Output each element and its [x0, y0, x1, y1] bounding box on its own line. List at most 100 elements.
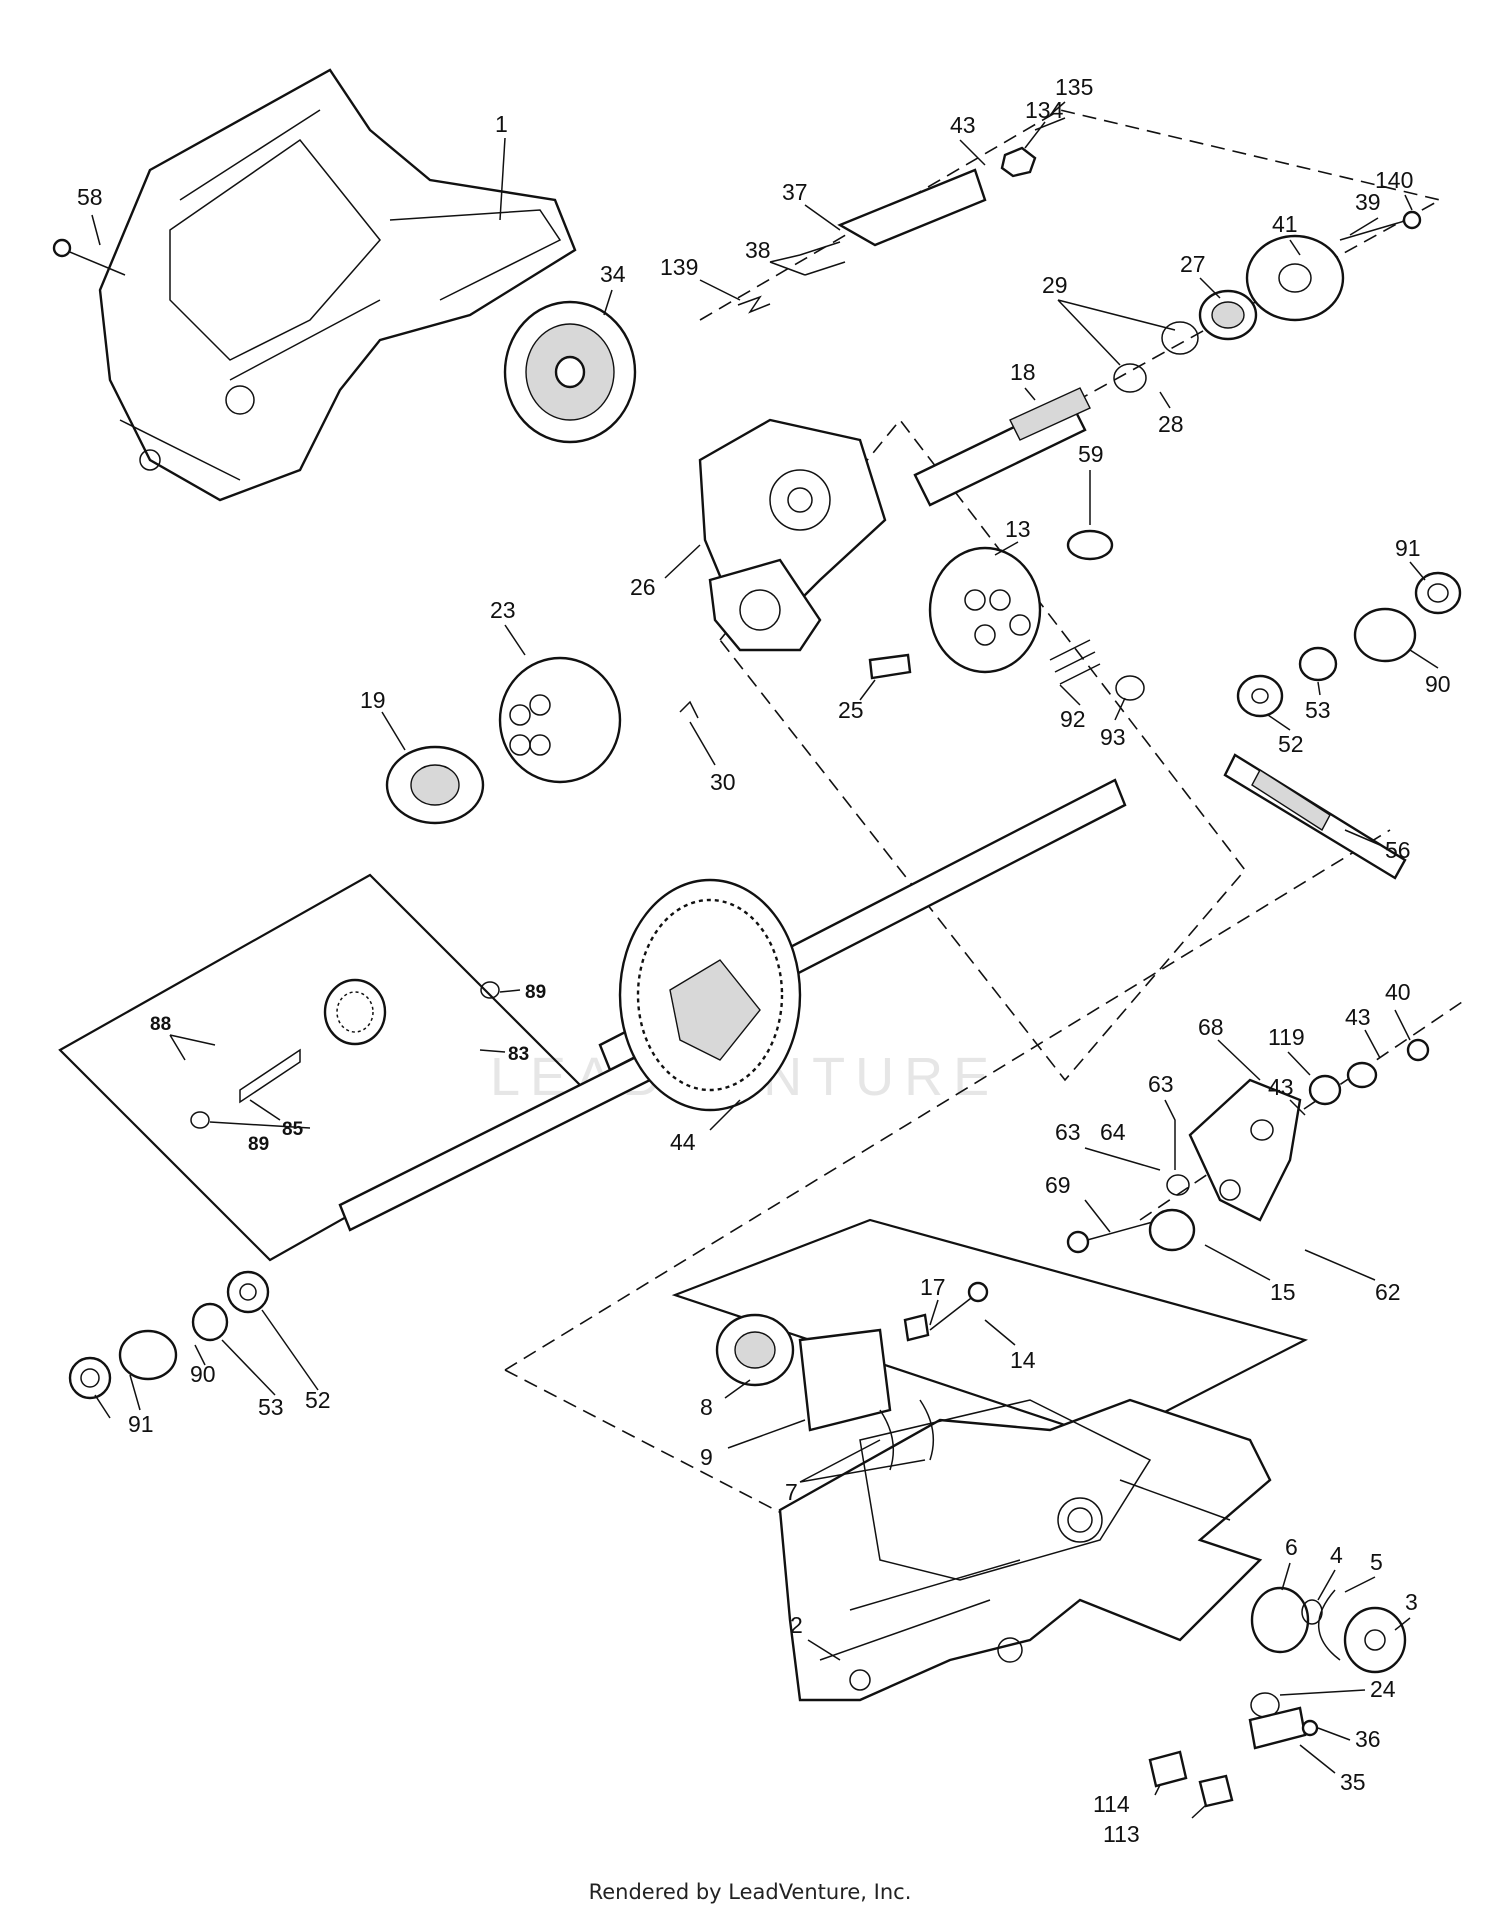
- bearing-15: [1148, 1208, 1196, 1252]
- label-59: 59: [1078, 441, 1104, 467]
- label-1: 1: [495, 111, 508, 137]
- pinion-gear-83: [190, 978, 500, 1129]
- washer-52-right: [1236, 674, 1284, 718]
- label-53-left: 53: [258, 1394, 284, 1420]
- label-8: 8: [700, 1394, 713, 1420]
- label-119: 119: [1268, 1024, 1305, 1050]
- cover-41: [1245, 234, 1345, 322]
- bearing-19: [385, 745, 485, 825]
- bushing-90-right: [1353, 607, 1417, 663]
- footer-credit: Rendered by LeadVenture, Inc.: [588, 1880, 912, 1904]
- label-36: 36: [1355, 1726, 1381, 1752]
- cap-3: [1343, 1606, 1407, 1674]
- washer-91-right: [1414, 571, 1462, 615]
- housing-lower: [778, 1398, 1272, 1702]
- spring-92: [1049, 639, 1101, 685]
- seal-27: [1198, 289, 1258, 341]
- label-113: 113: [1103, 1821, 1140, 1847]
- label-69: 69: [1045, 1172, 1071, 1198]
- label-88: 88: [150, 1014, 171, 1035]
- bracket-37: [837, 168, 987, 247]
- washer-53-left: [191, 1302, 229, 1342]
- valve-25: [868, 653, 912, 680]
- label-43-lower-a: 43: [1345, 1004, 1371, 1030]
- label-139: 139: [660, 254, 698, 280]
- label-30: 30: [710, 769, 736, 795]
- label-29: 29: [1042, 272, 1068, 298]
- label-23: 23: [490, 597, 516, 623]
- label-9: 9: [700, 1444, 713, 1470]
- label-62: 62: [1375, 1279, 1401, 1305]
- label-58: 58: [77, 184, 103, 210]
- label-7: 7: [785, 1479, 798, 1505]
- label-83: 83: [508, 1044, 529, 1065]
- bracket-35: [1248, 1706, 1307, 1750]
- bolt-58: [52, 238, 126, 276]
- label-14: 14: [1010, 1347, 1036, 1373]
- label-64: 64: [1100, 1119, 1126, 1145]
- plug-113: [1198, 1774, 1234, 1808]
- washer-91-left: [68, 1356, 112, 1400]
- slider-17: [903, 1313, 930, 1342]
- label-44: 44: [670, 1129, 696, 1155]
- label-6: 6: [1285, 1534, 1298, 1560]
- label-63-b: 63: [1055, 1119, 1081, 1145]
- box-outline-8-14: [671, 1218, 1309, 1442]
- label-68: 68: [1198, 1014, 1224, 1040]
- bearing-34: [503, 300, 637, 444]
- label-13: 13: [1005, 516, 1031, 542]
- spring-68: [1308, 1074, 1342, 1106]
- bolt-69: [1066, 1219, 1161, 1254]
- inserts-7: [879, 1399, 935, 1471]
- ring-5: [1318, 1589, 1341, 1661]
- label-140: 140: [1375, 167, 1413, 193]
- label-35: 35: [1340, 1769, 1366, 1795]
- washer-63: [1166, 1119, 1274, 1196]
- screw-36: [1301, 1719, 1319, 1737]
- label-89-bottom: 89: [248, 1134, 269, 1155]
- label-26: 26: [630, 574, 656, 600]
- pins-38: [799, 241, 846, 276]
- label-43-lower-b: 43: [1268, 1074, 1294, 1100]
- bushing-90-left: [118, 1329, 178, 1381]
- trunnion-14: [929, 1281, 989, 1331]
- label-40: 40: [1385, 979, 1411, 1005]
- bolt-39: [1339, 210, 1422, 241]
- label-134: 134: [1025, 97, 1064, 123]
- shaft-18: [913, 387, 1091, 507]
- label-56: 56: [1385, 837, 1411, 863]
- label-89-top: 89: [525, 982, 546, 1003]
- label-2: 2: [790, 1612, 803, 1638]
- nut-134: [1000, 146, 1037, 178]
- label-17: 17: [920, 1274, 946, 1300]
- control-arm-62: [1188, 1078, 1302, 1222]
- label-52-left: 52: [305, 1387, 331, 1413]
- ring-4: [1301, 1599, 1323, 1625]
- label-41: 41: [1272, 211, 1298, 237]
- label-37: 37: [782, 179, 808, 205]
- label-135: 135: [1055, 74, 1093, 100]
- label-90-left: 90: [190, 1361, 216, 1387]
- label-90: 90: [1425, 671, 1451, 697]
- bushing-59: [1066, 529, 1114, 561]
- label-27: 27: [1180, 251, 1206, 277]
- washer-53-right: [1298, 646, 1338, 682]
- housing-upper: [98, 68, 577, 502]
- label-15: 15: [1270, 1279, 1296, 1305]
- label-28: 28: [1158, 411, 1184, 437]
- bearing-8: [715, 1313, 795, 1387]
- gear-44: [618, 878, 802, 1112]
- spring-139: [737, 295, 771, 314]
- cylinder-13: [928, 546, 1042, 674]
- bearing-6: [1250, 1586, 1310, 1654]
- label-19: 19: [360, 687, 386, 713]
- washer-52-left: [226, 1270, 270, 1314]
- label-92: 92: [1060, 706, 1086, 732]
- center-block: [698, 418, 887, 652]
- label-25: 25: [838, 697, 864, 723]
- shaft-56: [1223, 753, 1407, 880]
- label-91-left: 91: [128, 1411, 154, 1437]
- clip-30: [679, 700, 699, 719]
- label-39: 39: [1355, 189, 1381, 215]
